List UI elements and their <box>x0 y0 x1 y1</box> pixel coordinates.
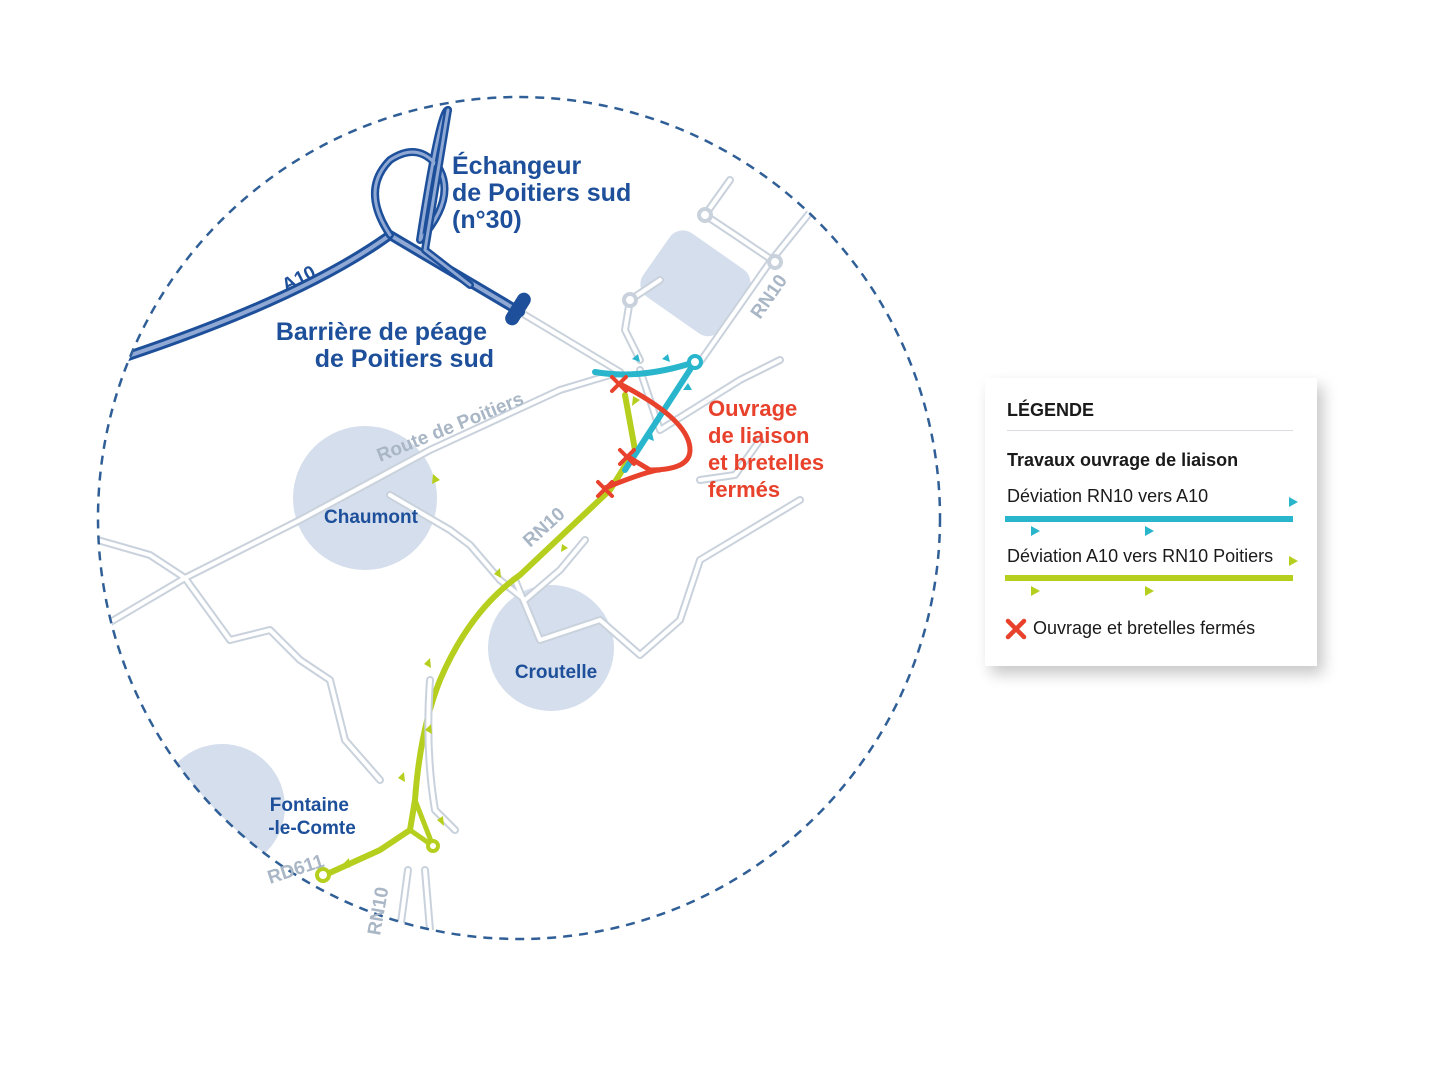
red-cross-icon <box>1005 618 1027 640</box>
cyan-line-icon <box>1005 516 1293 522</box>
cyan-arrow-icon <box>1289 497 1298 507</box>
chaumont-label: Chaumont <box>324 507 419 528</box>
rd611-label: RD611 <box>265 851 327 889</box>
legend-divider <box>1007 430 1293 431</box>
toll-booth-icon <box>505 292 531 326</box>
rn10-bottom-label: RN10 <box>364 885 393 936</box>
legend-item-lime-label: Déviation A10 vers RN10 Poitiers <box>1007 546 1274 566</box>
map-boundary-circle <box>96 95 942 941</box>
lime-arrow-icon <box>1031 586 1040 596</box>
red-cross-icon <box>610 375 628 393</box>
legend-subtitle: Travaux ouvrage de liaison <box>1007 450 1239 470</box>
rn10-to-a10-cyan <box>592 359 698 473</box>
closed-link-label: Ouvrage de liaison et bretelles fermés <box>708 396 830 502</box>
lime-arrow-icon <box>1145 586 1154 596</box>
a10-motorway <box>105 106 525 367</box>
legend-title: LÉGENDE <box>1007 400 1095 420</box>
toll-label: Barrière de péage de Poitiers sud <box>276 318 494 373</box>
cyan-arrow-icon <box>1145 526 1154 536</box>
red-cross-icon <box>596 480 614 498</box>
map-content <box>98 106 824 934</box>
industrial-zone <box>640 230 751 337</box>
legend-item-closed-label: Ouvrage et bretelles fermés <box>1033 618 1256 638</box>
croutelle-zone <box>488 585 614 711</box>
croutelle-label: Croutelle <box>515 662 597 683</box>
closed-cross-icons <box>596 375 636 498</box>
rn10-mid-label: RN10 <box>519 504 569 552</box>
legend-panel: LÉGENDE Travaux ouvrage de liaison Dévia… <box>985 378 1317 666</box>
closed-link-red <box>602 381 693 491</box>
cyan-arrow-icon <box>1031 526 1040 536</box>
rn10-deviation-lime <box>322 392 638 878</box>
route-de-poitiers-label: Route de Poitiers <box>374 389 527 467</box>
lime-arrow-icon <box>1289 556 1298 566</box>
rd611-node <box>315 867 331 883</box>
fontaine-label: Fontaine -le-Comte <box>268 795 356 839</box>
legend-item-cyan-label: Déviation RN10 vers A10 <box>1007 486 1209 506</box>
red-cross-icon <box>618 448 636 466</box>
rn10-node <box>426 839 440 853</box>
lime-line-icon <box>1005 575 1293 581</box>
interchange-label: Échangeur de Poitiers sud (n°30) <box>452 151 638 234</box>
